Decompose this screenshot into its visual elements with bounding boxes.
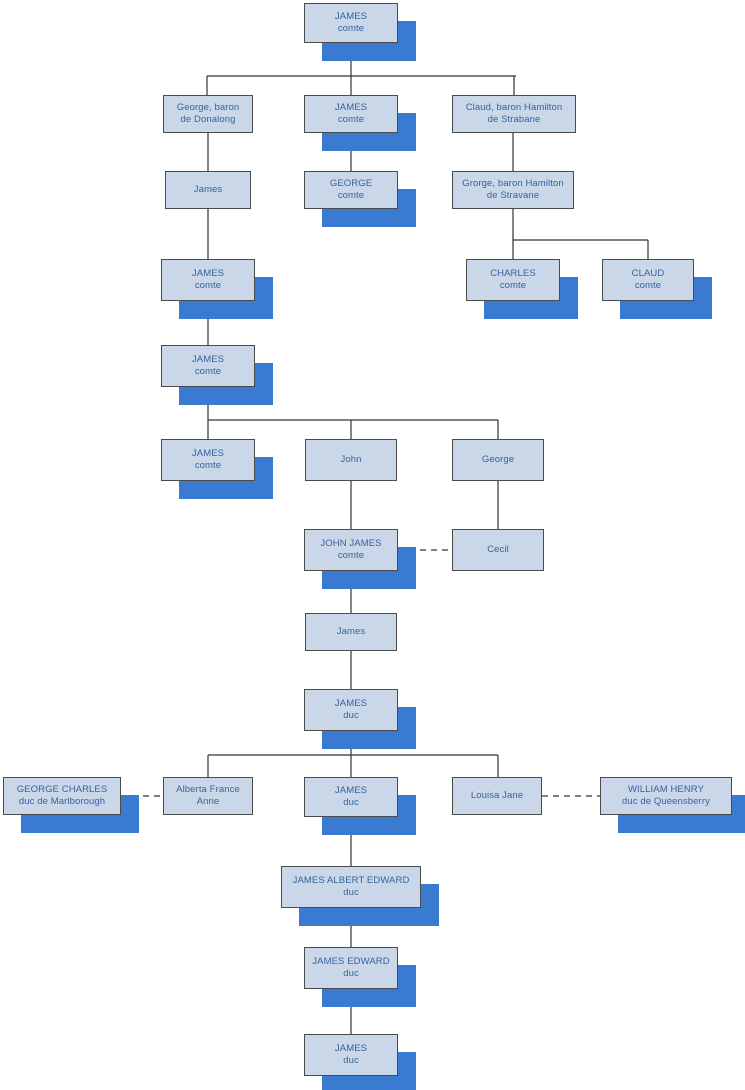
node-label-line: Louisa Jane	[470, 790, 524, 801]
node-label-line: duc	[343, 887, 359, 898]
node-label-line: de Donalong	[180, 114, 236, 125]
node-james[interactable]: James	[165, 171, 251, 209]
node-label-line: Anne	[196, 796, 220, 807]
node-label-line: JOHN JAMES	[320, 538, 382, 549]
node-label-line: CLAUD	[631, 268, 665, 279]
node-label-line: JAMES ALBERT EDWARD	[292, 875, 410, 886]
node-label-line: comte	[337, 23, 365, 34]
node-label-line: comte	[337, 114, 365, 125]
node-label-line: JAMES	[334, 11, 368, 22]
node-label-line: GEORGE CHARLES	[16, 784, 108, 795]
node-cecil[interactable]: Cecil	[452, 529, 544, 571]
node-label-line: comte	[499, 280, 527, 291]
node-label-line: James	[336, 626, 366, 637]
node-label-line: James	[193, 184, 223, 195]
node-label-line: CHARLES	[490, 268, 536, 279]
node-label-line: JAMES	[191, 448, 225, 459]
node-label-line: Grorge, baron Hamilton	[462, 178, 564, 189]
node-label-line: duc de Marlborough	[18, 796, 106, 807]
node-label-line: comte	[194, 366, 222, 377]
node-label-line: de Stravane	[486, 190, 540, 201]
node-label-line: JAMES	[334, 785, 368, 796]
node-james-gen8[interactable]: James	[305, 613, 397, 651]
node-label-line: WILLIAM HENRY	[627, 784, 705, 795]
node-louisa-jane[interactable]: Louisa Jane	[452, 777, 542, 815]
node-label-line: de Strabane	[487, 114, 541, 125]
node-label-line: comte	[194, 460, 222, 471]
node-label-line: Cecil	[487, 544, 509, 555]
node-label-line: comte	[337, 550, 365, 561]
node-label-line: John	[340, 454, 362, 465]
node-george[interactable]: George	[452, 439, 544, 481]
node-label-line: JAMES	[334, 698, 368, 709]
node-label-line: JAMES	[334, 102, 368, 113]
node-john[interactable]: John	[305, 439, 397, 481]
node-label-line: comte	[337, 190, 365, 201]
node-label-line: duc	[343, 797, 359, 808]
node-label-line: GEORGE	[329, 178, 373, 189]
link-grorge-to-charles-claud	[512, 209, 649, 259]
node-label-line: comte	[634, 280, 662, 291]
node-label-line: JAMES EDWARD	[312, 956, 390, 967]
node-label-line: duc	[343, 968, 359, 979]
node-label-line: George, baron	[176, 102, 240, 113]
node-label-line: comte	[194, 280, 222, 291]
node-label-line: Alberta France	[176, 784, 240, 795]
node-label-line: duc	[343, 1055, 359, 1066]
node-label-line: George	[481, 454, 515, 465]
node-label-line: duc	[343, 710, 359, 721]
node-label-line: JAMES	[191, 354, 225, 365]
node-label-line: JAMES	[191, 268, 225, 279]
node-label-line: duc de Queensberry	[622, 796, 710, 807]
node-label-line: JAMES	[334, 1043, 368, 1054]
node-label-line: Claud, baron Hamilton	[465, 102, 563, 113]
